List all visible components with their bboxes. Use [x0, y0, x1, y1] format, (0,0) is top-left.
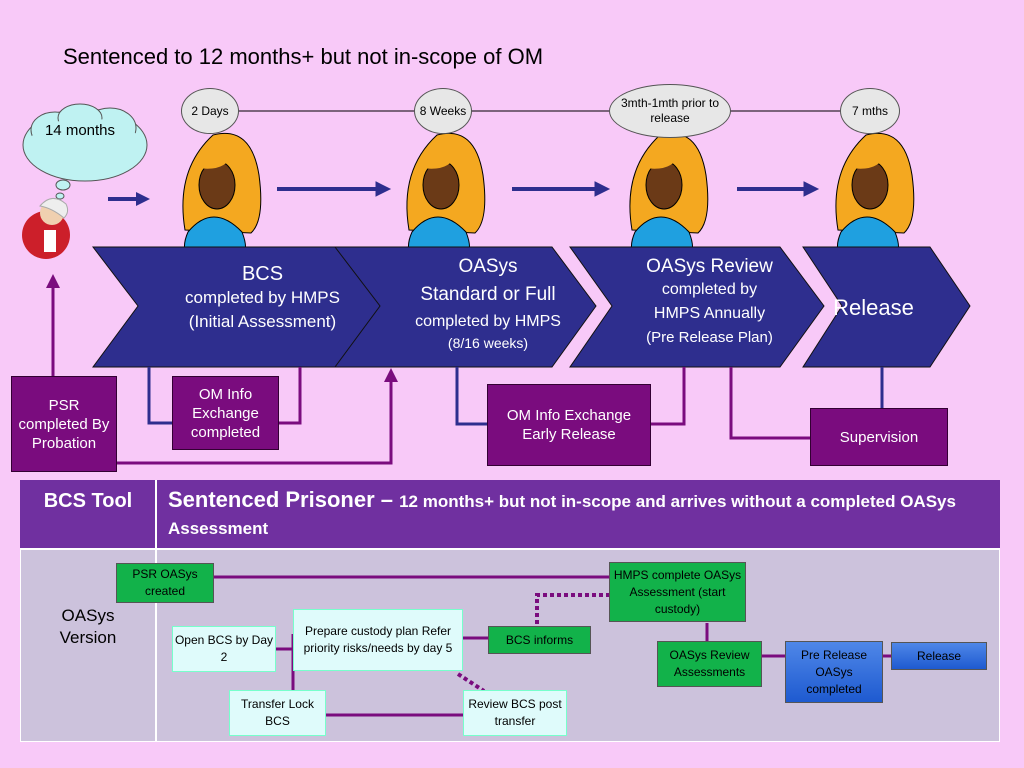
om-info-exchange-early-release-box: OM Info Exchange Early Release [487, 384, 651, 466]
psr-completed-box: PSR completed By Probation [11, 376, 117, 472]
chevron-oasys-review-label: OASys Review completed by HMPS Annually … [646, 256, 773, 346]
chevron-oasys-review [569, 246, 825, 368]
table-header [20, 480, 1000, 549]
timeline-2-days: 2 Days [181, 88, 239, 134]
psr-oasys-created-box: PSR OASys created [116, 563, 214, 603]
judge-icon [22, 198, 70, 259]
person-icon-2 [406, 133, 486, 261]
person-icon-4 [835, 133, 915, 261]
chevron-bcs-label: BCS completed by HMPS (Initial Assessmen… [185, 263, 340, 331]
timeline-8-weeks: 8 Weeks [414, 88, 472, 134]
chevron-oasys-label: OASys Standard or Full completed by HMPS… [415, 256, 561, 351]
chevron-release [802, 246, 971, 368]
person-icon-3 [629, 133, 709, 261]
transfer-lock-bcs-box: Transfer Lock BCS [229, 690, 326, 736]
chevron-release-label: Release [833, 295, 914, 320]
table-column-divider [155, 480, 157, 742]
page-title: Sentenced to 12 months+ but not in-scope… [63, 44, 544, 69]
chevron-oasys [333, 246, 597, 368]
oasys-review-assessments-box: OASys Review Assessments [657, 641, 762, 687]
supervision-box: Supervision [810, 408, 948, 466]
thought-cloud [22, 103, 148, 200]
table-header-bcs-tool: BCS Tool [43, 490, 133, 512]
table-header-sentenced-prisoner: Sentenced Prisoner – 12 months+ but not … [168, 487, 956, 538]
release-box: Release [891, 642, 987, 670]
timeline-7-mths: 7 mths [840, 88, 900, 134]
hmps-complete-oasys-box: HMPS complete OASys Assessment (start cu… [609, 562, 746, 622]
row-label-oasys-version: OASys Version [59, 606, 117, 647]
review-bcs-post-transfer-box: Review BCS post transfer [463, 690, 567, 736]
open-bcs-box: Open BCS by Day 2 [172, 626, 276, 672]
om-info-exchange-box: OM Info Exchange completed [172, 376, 279, 450]
cloud-label: 14 months [44, 122, 116, 139]
process-diagram [22, 103, 971, 465]
table-row-divider [20, 548, 1000, 550]
person-icon-1 [182, 133, 262, 261]
timeline-3mth-1mth: 3mth-1mth prior to release [609, 84, 731, 138]
bcs-informs-box: BCS informs [488, 626, 591, 654]
pre-release-oasys-box: Pre Release OASys completed [785, 641, 883, 703]
prepare-custody-plan-box: Prepare custody plan Refer priority risk… [293, 609, 463, 671]
